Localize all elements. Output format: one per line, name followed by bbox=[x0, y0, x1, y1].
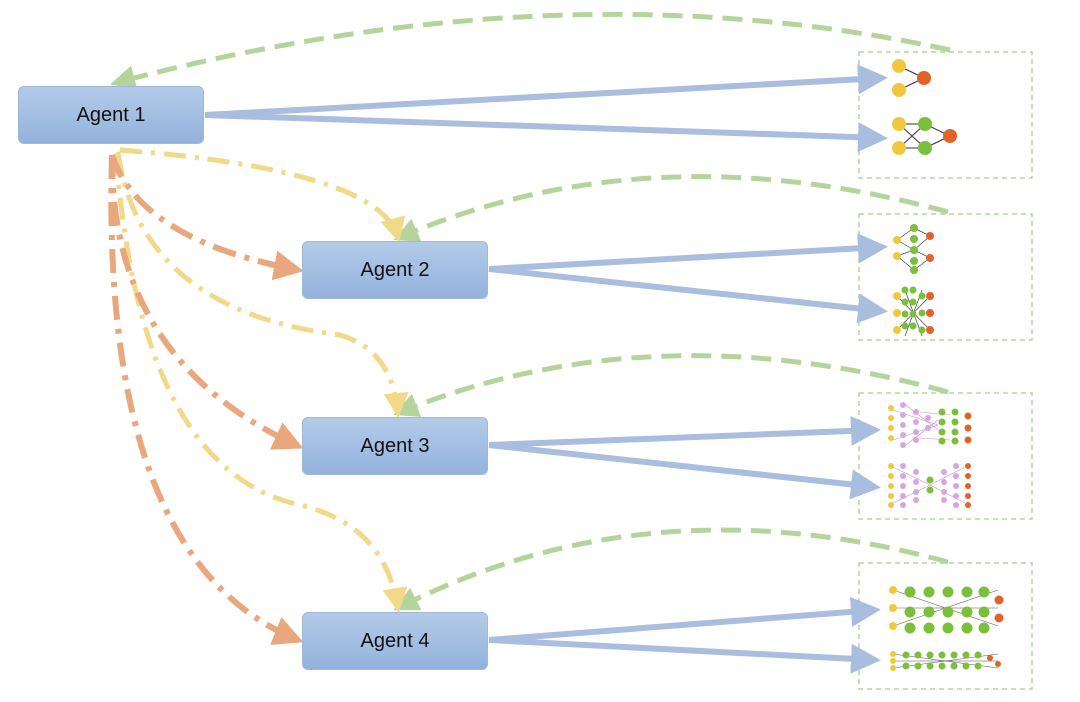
feedback-arcs bbox=[110, 11, 951, 611]
agent-1-label: Agent 1 bbox=[76, 103, 146, 126]
yellow-link-1-2 bbox=[119, 147, 405, 243]
model-panel-1 bbox=[858, 51, 1033, 179]
agent-4-box: Agent 4 bbox=[302, 612, 488, 670]
agent-3-label: Agent 3 bbox=[360, 434, 430, 457]
arrow-a3-top bbox=[488, 415, 881, 448]
arrow-a4-bottom bbox=[488, 637, 881, 674]
agent-model-arrows bbox=[204, 64, 888, 674]
arrow-a4-top bbox=[488, 596, 881, 643]
agent-2-label: Agent 2 bbox=[360, 258, 430, 281]
orange-link-1-2 bbox=[109, 154, 304, 281]
network-icon-1a bbox=[892, 59, 931, 97]
yellow-link-1-4 bbox=[113, 153, 408, 613]
agent-2-box: Agent 2 bbox=[302, 241, 488, 299]
feedback-arc-3 bbox=[393, 353, 949, 418]
agent-1-box: Agent 1 bbox=[18, 86, 204, 144]
feedback-arc-1 bbox=[110, 11, 951, 90]
model-panel-3 bbox=[858, 392, 1033, 520]
agent-3-box: Agent 3 bbox=[302, 417, 488, 475]
network-icon-2b bbox=[893, 286, 934, 337]
orange-link-1-4 bbox=[108, 154, 304, 645]
model-panel-2 bbox=[858, 213, 1033, 341]
arrow-a1-bottom bbox=[204, 112, 888, 153]
orange-link-1-3 bbox=[108, 154, 304, 450]
network-icon-4a bbox=[889, 586, 1004, 634]
yellow-links bbox=[113, 147, 409, 613]
arrow-a2-top bbox=[488, 233, 888, 272]
network-icon-3a bbox=[888, 402, 972, 448]
feedback-arc-2 bbox=[393, 174, 949, 242]
network-icon-4b bbox=[890, 651, 1001, 671]
orange-links bbox=[108, 154, 304, 645]
network-icon-2a bbox=[893, 224, 934, 274]
arrow-a3-bottom bbox=[488, 442, 881, 500]
agent-4-label: Agent 4 bbox=[360, 629, 430, 652]
feedback-arc-4 bbox=[393, 527, 949, 611]
arrow-a2-bottom bbox=[488, 266, 888, 324]
network-icon-1b bbox=[892, 117, 957, 155]
network-icon-3b bbox=[888, 463, 971, 508]
yellow-link-1-3 bbox=[115, 151, 409, 418]
arrow-a1-top bbox=[204, 64, 888, 118]
